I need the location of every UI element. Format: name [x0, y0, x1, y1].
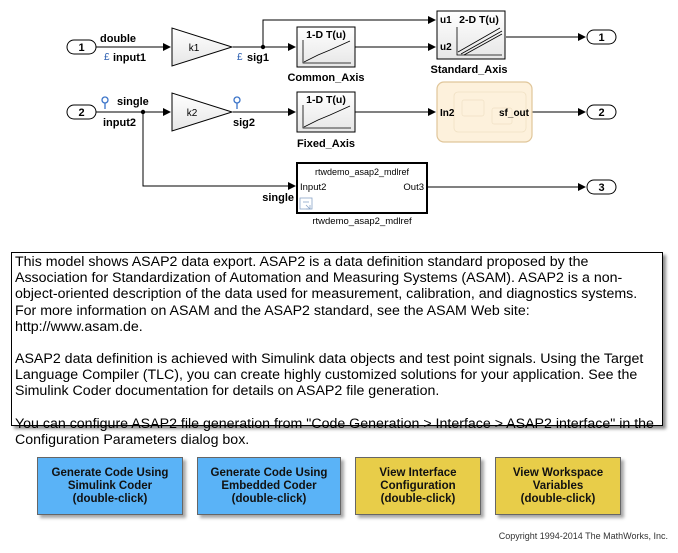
lookup-title: 2-D T(u): [459, 14, 499, 26]
signal-type-input1: double: [100, 33, 136, 45]
inport-2[interactable]: 2: [66, 104, 97, 120]
model-ref-block-name: rtwdemo_asap2_mdlref: [312, 216, 412, 227]
signal-name-sig2: sig2: [233, 117, 255, 129]
lookup-title: 1-D T(u): [306, 29, 346, 41]
lookup-curve-icon: [302, 105, 351, 129]
signal-type-mdlref-input: single: [262, 192, 294, 204]
outport-1-number: 1: [598, 32, 604, 44]
model-ref-input-label: Input2: [300, 182, 326, 193]
description-paragraph-2: ASAP2 data definition is achieved with S…: [15, 351, 644, 400]
branch-point: [140, 109, 146, 115]
gain-block-k2[interactable]: k2: [171, 92, 234, 132]
description-paragraph-1: This model shows ASAP2 data export. ASAP…: [15, 254, 638, 335]
port-label-u2: u2: [440, 42, 452, 53]
chart-output-label: sf_out: [499, 108, 530, 119]
line-sig1-u1: [262, 16, 436, 47]
signal-name-sig1: sig1: [247, 52, 269, 64]
lookup-fixed-axis[interactable]: 1-D T(u): [296, 91, 356, 133]
lookup-common-axis[interactable]: 1-D T(u): [296, 26, 356, 68]
view-workspace-variables-button[interactable]: View Workspace Variables (double-click): [495, 457, 621, 515]
signal-name-input1: input1: [113, 52, 146, 64]
test-point-icon: [233, 96, 241, 109]
outport-2[interactable]: 2: [586, 104, 617, 120]
view-interface-configuration-button[interactable]: View Interface Configuration (double-cli…: [355, 457, 481, 515]
stateflow-chart-block[interactable]: In2 sf_out: [436, 81, 533, 143]
lookup-curve-icon: [302, 40, 351, 64]
inport-1[interactable]: 1: [66, 39, 97, 55]
lookup-title: 1-D T(u): [306, 94, 346, 106]
signal-type-input2: single: [117, 96, 149, 108]
lookup-name-common-axis: Common_Axis: [287, 72, 364, 84]
inport-2-number: 2: [78, 107, 84, 119]
outport-3[interactable]: 3: [586, 179, 617, 195]
generate-code-embedded-coder-button[interactable]: Generate Code Using Embedded Coder (doub…: [197, 457, 341, 515]
chart-input-label: In2: [440, 108, 455, 119]
signal-lines: [96, 16, 586, 191]
model-ref-model-name: rtwdemo_asap2_mdlref: [315, 167, 410, 177]
model-ref-output-label: Out3: [403, 182, 424, 193]
inport-1-number: 1: [78, 42, 84, 54]
model-ref-icon: [299, 197, 313, 210]
line-input2-mdlref: [142, 112, 296, 190]
outport-3-number: 3: [598, 182, 604, 194]
model-description-annotation: This model shows ASAP2 data export. ASAP…: [11, 252, 663, 448]
gain-k2-label: k2: [187, 108, 198, 119]
branch-point: [260, 44, 266, 50]
copyright-notice: Copyright 1994-2014 The MathWorks, Inc.: [498, 531, 668, 541]
data-object-icon: £: [237, 52, 243, 63]
generate-code-simulink-coder-button[interactable]: Generate Code Using Simulink Coder (doub…: [37, 457, 183, 515]
gain-block-k1[interactable]: k1: [171, 27, 234, 67]
simulink-block-diagram: 1 2 double £ input1 single input2 k1 £ s…: [66, 10, 617, 227]
description-paragraph-3: You can configure ASAP2 file generation …: [15, 415, 654, 448]
outport-2-number: 2: [598, 107, 604, 119]
lookup-standard-axis[interactable]: 2-D T(u) u1 u2: [436, 10, 506, 60]
outport-1[interactable]: 1: [586, 29, 617, 45]
data-object-icon: £: [104, 52, 110, 63]
gain-k1-label: k1: [189, 43, 200, 54]
lookup-name-standard-axis: Standard_Axis: [430, 64, 507, 76]
model-reference-block[interactable]: rtwdemo_asap2_mdlref Input2 Out3: [296, 162, 428, 214]
lookup-surface-icon: [456, 27, 503, 56]
lookup-name-fixed-axis: Fixed_Axis: [297, 138, 355, 150]
port-label-u1: u1: [440, 15, 452, 26]
signal-name-input2: input2: [103, 117, 136, 129]
test-point-icon: [101, 96, 109, 109]
